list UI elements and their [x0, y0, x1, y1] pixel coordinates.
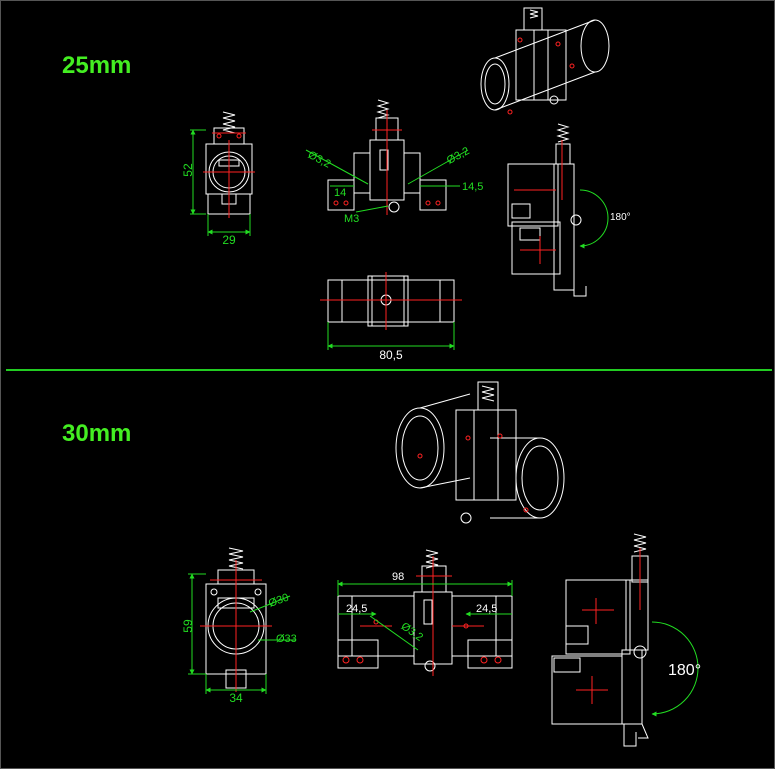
section-title-25mm: 25mm: [62, 52, 132, 79]
rotation-view-25mm: [507, 123, 587, 297]
dim-offset-right-25mm: 14,5: [462, 181, 483, 193]
rotation-view-30mm: [551, 533, 649, 747]
bottom-view-25mm-dims: [327, 322, 455, 350]
dim-offset-right-30mm: 24,5: [476, 603, 497, 615]
dim-rotation-25mm: 180°: [610, 212, 631, 223]
dim-offset-left-30mm: 24,5: [346, 603, 367, 615]
dim-height-30mm: 59: [181, 619, 195, 633]
dim-screw-25mm: M3: [344, 213, 359, 225]
side-view-30mm: [337, 549, 513, 676]
dim-width-25mm: 29: [222, 233, 236, 247]
dim-offset-left-25mm: 14: [334, 187, 346, 199]
front-view-30mm-dims: [188, 573, 296, 694]
dim-total-width-30mm: 98: [392, 571, 404, 583]
front-view-25mm-dims: [190, 129, 251, 236]
dim-hole-30mm: Ø3,2: [399, 620, 425, 644]
front-view-25mm: [203, 111, 255, 218]
front-view-30mm: [200, 547, 272, 692]
dim-inner-dia-30mm: Ø30: [267, 592, 291, 610]
dim-hole-left-25mm: Ø3,2: [306, 149, 333, 171]
bottom-view-25mm: [320, 272, 462, 330]
dim-length-25mm: 80,5: [379, 348, 403, 362]
side-view-25mm: [327, 99, 447, 215]
dim-width-30mm: 34: [229, 691, 243, 705]
side-view-30mm-dims: [337, 580, 513, 651]
dim-rotation-30mm: 180°: [668, 662, 701, 679]
dim-hole-right-25mm: Ø3,2: [445, 145, 472, 167]
rotation-arc-25mm: [579, 189, 609, 249]
section-title-30mm: 30mm: [62, 420, 132, 447]
dim-outer-dia-30mm: Ø33: [276, 633, 297, 645]
rotation-arc-30mm: [651, 621, 699, 717]
dim-height-25mm: 52: [181, 163, 195, 177]
side-view-25mm-dims: [305, 149, 469, 213]
iso-view-25mm: [480, 7, 610, 115]
iso-view-30mm: [395, 381, 565, 524]
